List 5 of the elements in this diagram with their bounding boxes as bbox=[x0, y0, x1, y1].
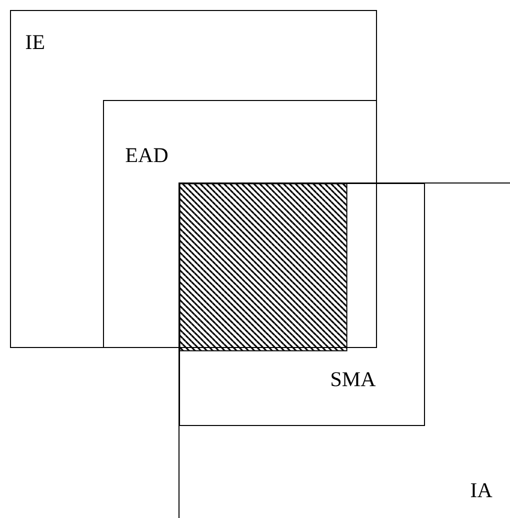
region-label: EAD bbox=[126, 148, 168, 162]
region-label: IA bbox=[470, 483, 492, 498]
region-label: IE bbox=[26, 35, 44, 49]
region-label: SMA bbox=[332, 372, 376, 386]
hatched-square bbox=[179, 183, 348, 352]
